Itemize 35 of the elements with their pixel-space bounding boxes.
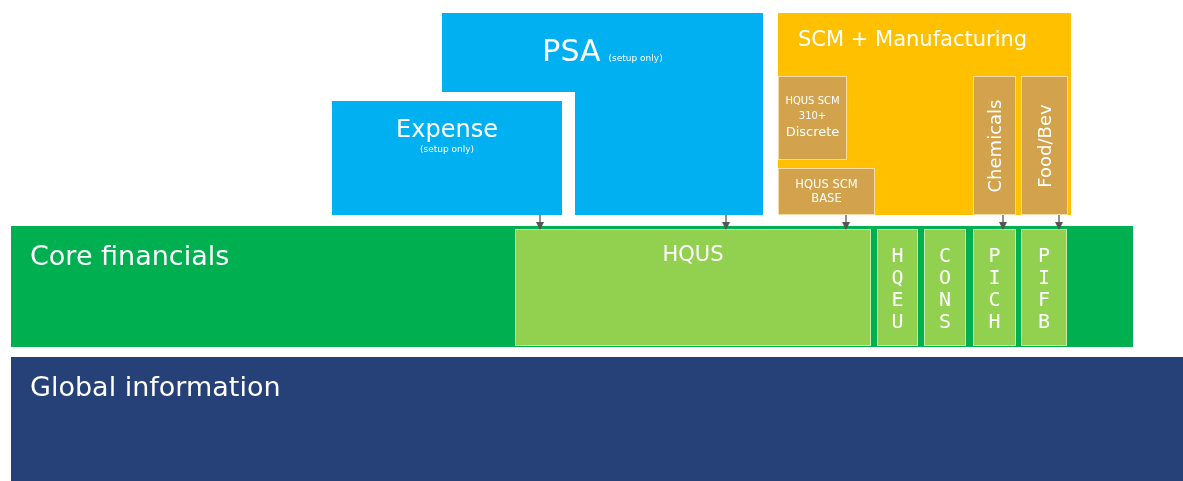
module-block xyxy=(778,76,847,160)
block-title: Expense xyxy=(396,115,498,144)
module-block xyxy=(973,76,1016,215)
block-note: (setup only) xyxy=(419,143,475,155)
arrow xyxy=(1055,214,1063,230)
block-title: HQEU xyxy=(891,244,904,332)
module-block xyxy=(778,168,875,215)
arrow xyxy=(842,214,850,230)
band-title: Global information xyxy=(30,371,281,404)
layer-band xyxy=(11,357,1183,481)
module-block xyxy=(332,101,562,215)
band-title: Core financials xyxy=(30,240,230,273)
arrow xyxy=(722,214,730,230)
block-note: (setup only) xyxy=(608,53,663,64)
block-title: SCM + Manufacturing xyxy=(798,27,1028,53)
block-title: PICH xyxy=(988,244,1001,332)
block-title: Food/Bev xyxy=(1035,103,1054,188)
module-block xyxy=(1021,76,1068,215)
block-title: HQUS xyxy=(662,242,724,268)
block-title: Discrete xyxy=(785,123,840,142)
block-title: Chemicals xyxy=(985,99,1004,192)
block-note: HQUS SCM 310+ xyxy=(784,94,841,123)
company-block xyxy=(973,229,1016,346)
company-block xyxy=(515,229,871,346)
company-block xyxy=(1021,229,1067,346)
block-title: CONS xyxy=(938,244,952,332)
arrow xyxy=(999,214,1007,230)
company-block xyxy=(877,229,918,346)
company-block xyxy=(924,229,966,346)
block-title: PSA xyxy=(542,33,601,69)
layer-band xyxy=(11,226,1133,347)
block-title: HQUS SCM BASE xyxy=(794,177,859,206)
block-title: PIFB xyxy=(1037,244,1051,332)
arrow xyxy=(536,214,544,230)
module-block xyxy=(778,13,1071,215)
